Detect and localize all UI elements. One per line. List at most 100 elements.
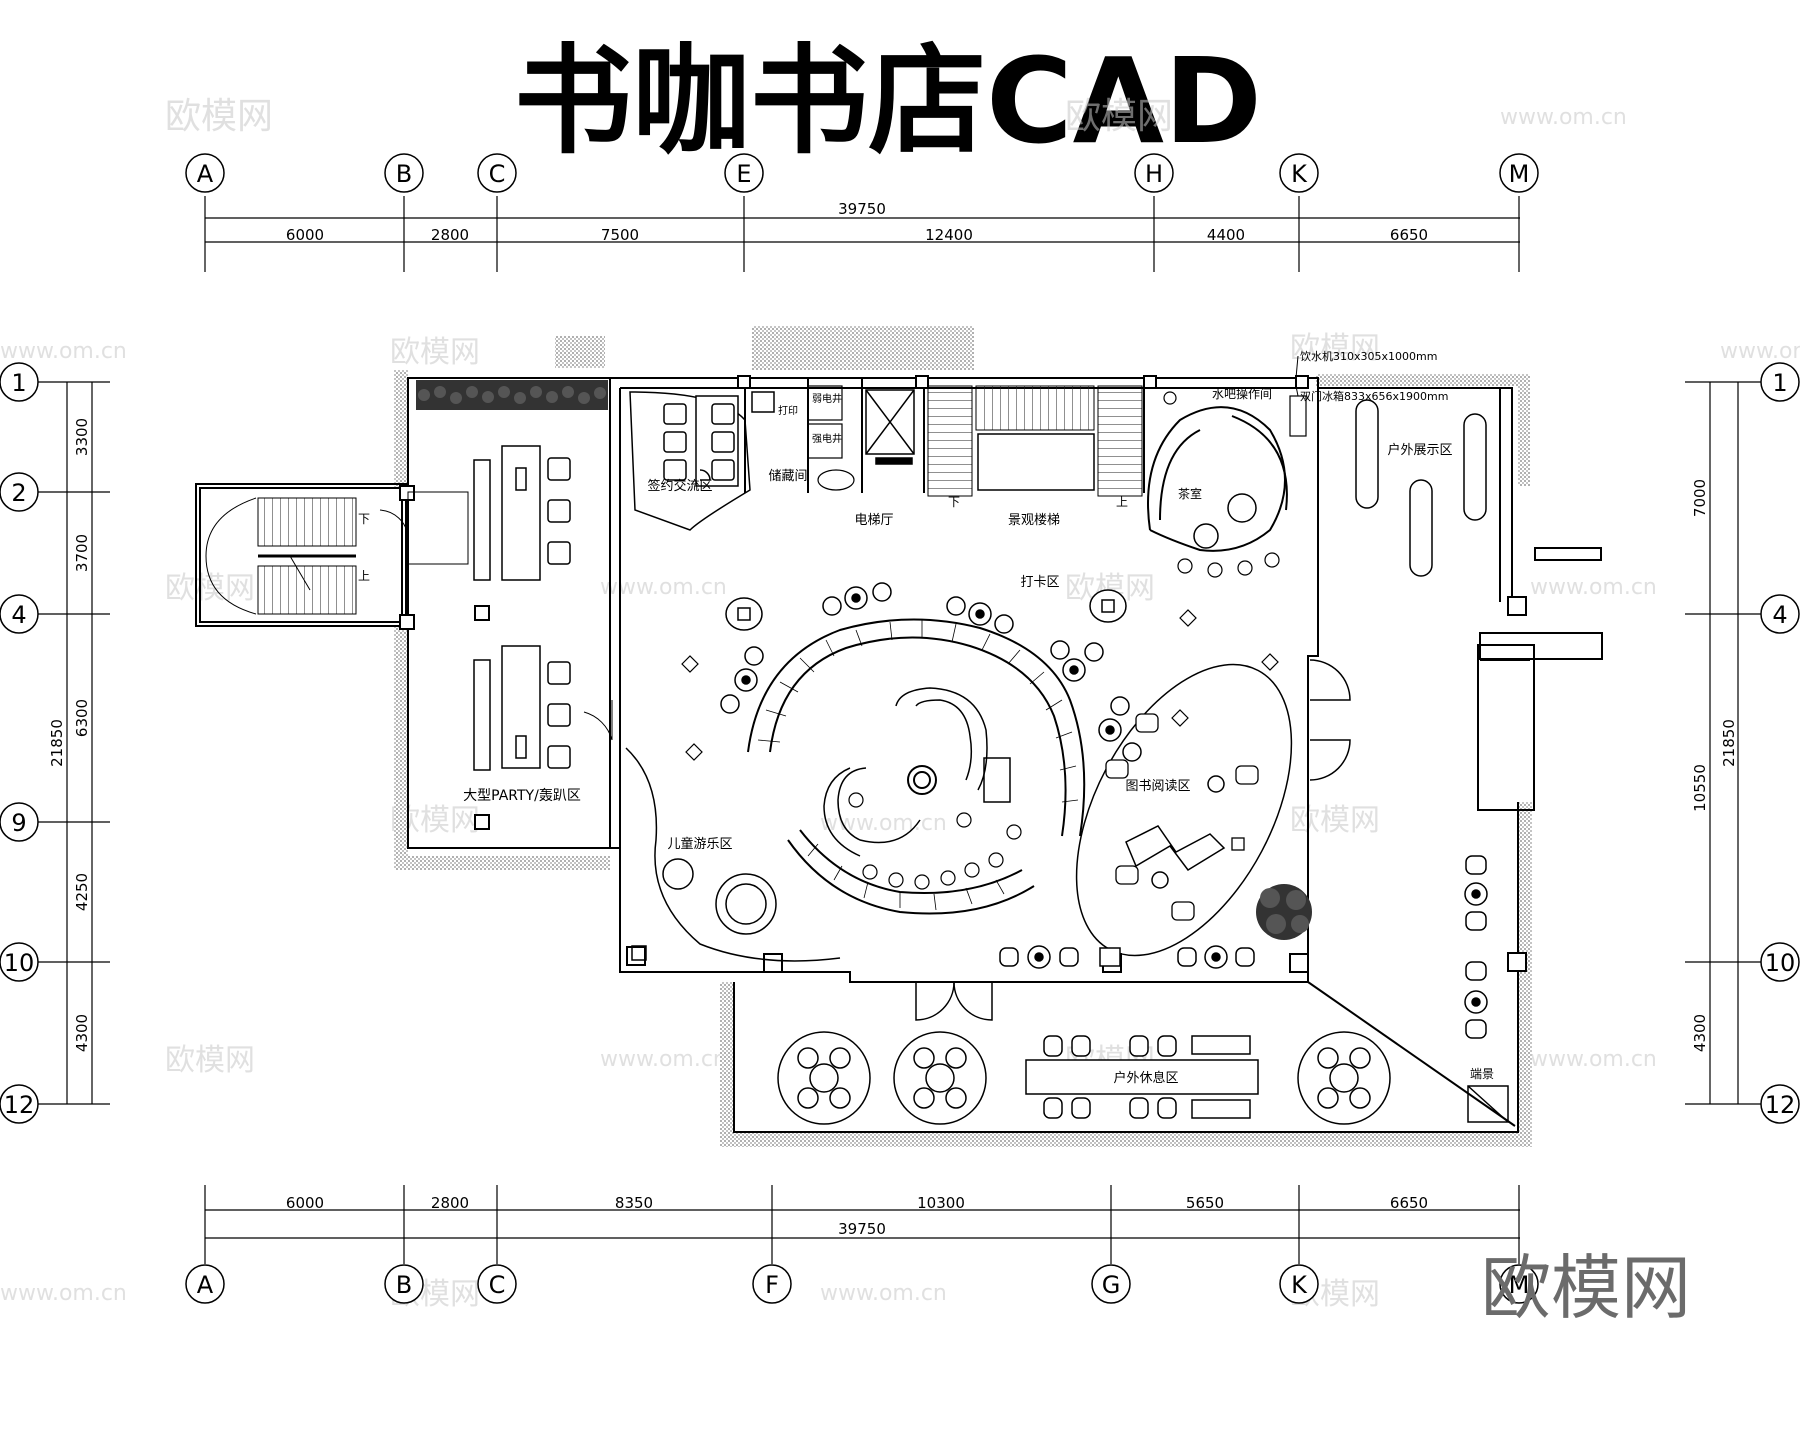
grid-bubble [384,1264,424,1304]
dim-text: 10300 [917,1194,965,1212]
room-label-water-bar: 水吧操作间 [1212,386,1272,401]
structural-columns [399,375,1527,973]
dim-text: 2800 [431,1194,469,1212]
grid-bubble [1499,153,1539,193]
note-fridge: 双门冰箱833x656x1900mm [1300,389,1448,403]
grid-bubble [0,472,39,512]
grid-bubble [752,1264,792,1304]
grid-bubble [1760,1084,1800,1124]
room-label-reading: 图书阅读区 [1125,779,1190,794]
grid-bubble [1760,942,1800,982]
dim-text: 8350 [615,1194,653,1212]
lounge-chairs [720,582,1142,762]
grid-bubble [724,153,764,193]
room-label-print: 打印 [778,404,798,417]
watermark-url: www.om.cn [1530,575,1657,600]
central-spiral-shelving [747,618,1086,915]
dim-bottom-spans: 6000 2800 8350 10300 5650 6650 [286,1194,1428,1212]
grid-bubble [384,153,424,193]
room-label-weak-shaft: 弱电井 [812,392,842,405]
stair-down-label: 下 [358,512,370,526]
grid-label: C [489,1271,506,1299]
note-water-dispenser: 饮水机310x305x1000mm [1300,349,1437,363]
room-label-checkin: 打卡区 [1020,575,1059,590]
grid-label: M [1509,160,1530,188]
outdoor-round-tables [777,1031,1391,1125]
grid-bubble [0,942,39,982]
dim-top-spans: 6000 2800 7500 12400 4400 6650 [286,226,1428,244]
bar-stools [848,792,1022,890]
hall-bottom-chairs [999,945,1255,969]
grid-bubble [1134,153,1174,193]
grid-bubble [0,362,39,402]
watermark-text: 欧模网 [165,96,273,137]
walls [195,377,1603,1133]
dim-left-total: 21850 [48,719,66,767]
outdoor-display-boards [1355,399,1487,577]
watermark-url: www.om.cn [1500,105,1627,130]
dim-text: 6000 [286,226,324,244]
dim-left-spans: 3300 3700 6300 4250 4300 [73,418,91,1052]
core-boxes [807,385,855,491]
reading-chairs [1105,713,1259,921]
ledge [407,491,469,565]
grid-label: 9 [11,809,26,837]
watermark-text: 欧模网 [165,1043,255,1078]
tea-stools [1177,552,1280,578]
tea-room [1147,391,1307,552]
grid-label: B [396,1271,412,1299]
feature-wall-box [1467,1085,1509,1123]
grid-bubble [1760,362,1800,402]
grid-bubble [1279,1264,1319,1304]
entrance-doors [699,469,1351,1021]
room-label-signing: 签约交流区 [647,478,712,494]
dim-top-total: 39750 [838,200,886,218]
dim-text: 7500 [601,226,639,244]
grid-label: K [1291,160,1308,188]
room-label-feature-wall: 端景 [1470,1067,1494,1081]
watermark-url: www.om.cn [0,1281,127,1306]
hedge-planting [416,380,608,410]
outdoor-right-chairs [1464,855,1488,1039]
dim-text: 3700 [73,534,91,572]
stair-up-label: 上 [358,569,370,583]
top-dimension-lines [204,196,1520,272]
watermark-text: 欧模网 [1290,803,1380,838]
grid-label: 10 [1765,949,1796,977]
grid-label: F [765,1271,779,1299]
dim-text: 7000 [1691,479,1709,517]
grid-bubbles-bottom: A B C F G K M [185,1264,1539,1304]
grid-bubble [0,802,39,842]
grid-bubble [477,153,517,193]
watermark-url: www.om.cn [820,811,947,836]
party-furniture [473,445,571,771]
dim-text: 6300 [73,699,91,737]
room-label-storage: 储藏间 [768,469,807,484]
grid-bubble [185,1264,225,1304]
dim-text: 6650 [1390,1194,1428,1212]
watermark-text: 欧模网 [1290,331,1380,366]
dim-text: 6650 [1390,226,1428,244]
hatched-walls [394,326,1532,1147]
watermark-url: www.om.cn [600,575,727,600]
watermark-url: www.om.cn [600,1047,727,1072]
grid-label: 2 [11,479,26,507]
elevator [865,389,915,465]
drawing-title: 书咖书店CAD [514,32,1262,170]
brand-mark: 欧模网 [1481,1247,1691,1329]
room-label-tea: 茶室 [1178,486,1202,501]
arc-truss-pattern [757,620,1079,911]
dim-text: 2800 [431,226,469,244]
landscape-stair-down: 下 [948,495,960,509]
grid-label: 12 [1765,1091,1796,1119]
watermark-text: 欧模网 [1065,96,1173,137]
grid-label: E [736,160,751,188]
room-label-outdoor-rest: 户外休息区 [1113,1070,1178,1086]
grid-label: C [489,160,506,188]
watermark-url: www.om.cn [1720,339,1800,364]
grid-label: A [197,160,214,188]
grid-bubble [0,594,39,634]
grid-bubble [477,1264,517,1304]
outdoor-long-table [1025,1035,1259,1119]
